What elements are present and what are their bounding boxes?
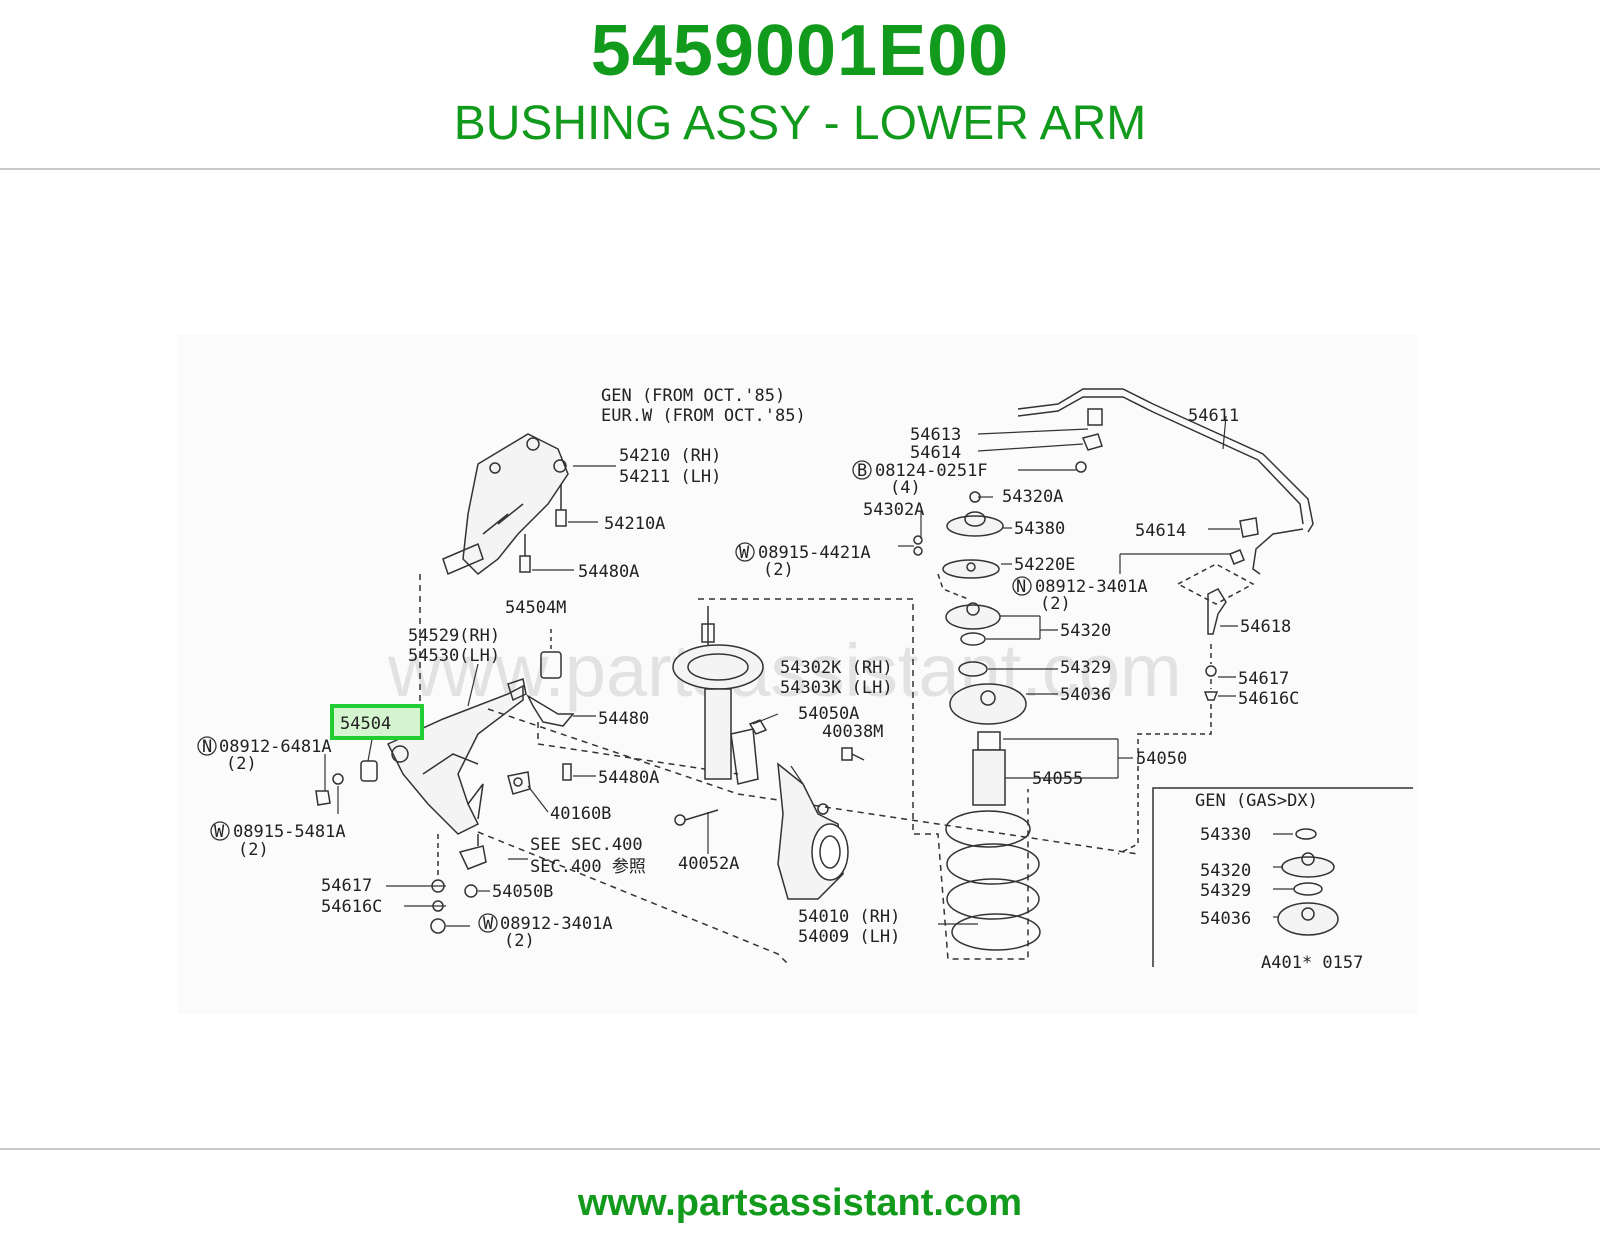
label-54614-right: 54614 bbox=[1135, 521, 1186, 541]
coil-spring-drawing bbox=[945, 810, 1041, 951]
label-54616C-left: 54616C bbox=[321, 897, 382, 917]
circle-w-mid: W bbox=[739, 543, 750, 563]
label-54303K: 54303K (LH) bbox=[780, 678, 893, 698]
footer-website-link[interactable]: www.partsassistant.com bbox=[577, 1182, 1023, 1224]
label-54320: 54320 bbox=[1060, 621, 1111, 641]
diagram-labels: GEN (FROM OCT.'85) EUR.W (FROM OCT.'85) … bbox=[202, 386, 1363, 973]
bracket-40160B-drawing bbox=[507, 771, 531, 795]
part-number-title: 5459001E00 bbox=[590, 11, 1010, 91]
label-54611: 54611 bbox=[1188, 406, 1239, 426]
label-54530: 54530(LH) bbox=[408, 646, 500, 666]
label-54302K: 54302K (RH) bbox=[780, 658, 893, 678]
label-54211: 54211 (LH) bbox=[619, 467, 721, 487]
lower-arm-drawing bbox=[386, 678, 527, 835]
label-54055: 54055 bbox=[1032, 769, 1083, 789]
label-54480: 54480 bbox=[598, 709, 649, 729]
label-54210A: 54210A bbox=[604, 514, 665, 534]
circle-b: B bbox=[857, 461, 867, 481]
parts-diagram: www.partsassistant.com bbox=[178, 334, 1418, 1014]
inset-label-54320: 54320 bbox=[1200, 861, 1251, 881]
stabilizer-bar-drawing bbox=[1017, 388, 1314, 855]
inset-label-54330: 54330 bbox=[1200, 825, 1251, 845]
label-08912-6481A-qty: (2) bbox=[226, 754, 257, 774]
label-08912-3401A-bottom: 08912-3401A bbox=[500, 914, 613, 934]
highlight-box-54504 bbox=[330, 704, 424, 740]
washer-08915-4421A-drawing bbox=[913, 535, 923, 556]
label-54009: 54009 (LH) bbox=[798, 927, 900, 947]
label-54613: 54613 bbox=[910, 425, 961, 445]
front-bracket-drawing bbox=[442, 433, 569, 576]
bracket-54480-drawing bbox=[526, 694, 575, 781]
label-54618: 54618 bbox=[1240, 617, 1291, 637]
label-40052A: 40052A bbox=[678, 854, 739, 874]
circle-w-bottom: W bbox=[483, 914, 494, 934]
label-54050A: 54050A bbox=[798, 704, 859, 724]
circled-symbols bbox=[197, 460, 1032, 933]
label-54050: 54050 bbox=[1136, 749, 1187, 769]
label-54036: 54036 bbox=[1060, 685, 1111, 705]
label-54480A-mid: 54480A bbox=[598, 768, 659, 788]
label-54210: 54210 (RH) bbox=[619, 446, 721, 466]
label-08912-6481A: 08912-6481A bbox=[219, 737, 332, 757]
label-54504M: 54504M bbox=[505, 598, 566, 618]
exploded-view-drawing: www.partsassistant.com bbox=[197, 386, 1413, 973]
leader-lines bbox=[324, 415, 1294, 927]
label-08912-3401A-right: 08912-3401A bbox=[1035, 577, 1148, 597]
bolt-40038M-drawing bbox=[841, 747, 865, 761]
label-54329: 54329 bbox=[1060, 658, 1111, 678]
label-54010: 54010 (RH) bbox=[798, 907, 900, 927]
inset-title: GEN (GAS>DX) bbox=[1195, 791, 1318, 811]
label-see-sec-400: SEE SEC.400 bbox=[530, 835, 643, 855]
label-08915-5481A: 08915-5481A bbox=[233, 822, 346, 842]
inset-box-drawing bbox=[1152, 787, 1413, 967]
label-08912-3401A-bottom-qty: (2) bbox=[504, 931, 535, 951]
label-54529: 54529(RH) bbox=[408, 626, 500, 646]
bolt-54210A-drawing bbox=[555, 484, 567, 527]
label-08912-3401A-right-qty: (2) bbox=[1040, 594, 1071, 614]
label-54302A: 54302A bbox=[863, 500, 924, 520]
part-name-subtitle: BUSHING ASSY - LOWER ARM bbox=[453, 97, 1147, 150]
page-header: 5459001E00 BUSHING ASSY - LOWER ARM bbox=[0, 0, 1600, 168]
bushing-54504-drawing bbox=[315, 760, 378, 806]
bumper-boot-drawing bbox=[972, 731, 1006, 806]
strut-mount-drawing bbox=[937, 491, 1027, 725]
label-54050B: 54050B bbox=[492, 882, 553, 902]
circle-n-right: N bbox=[1016, 577, 1026, 597]
label-40038M: 40038M bbox=[822, 722, 883, 742]
note-gen: GEN (FROM OCT.'85) bbox=[601, 386, 785, 406]
bushing-54504M-drawing bbox=[540, 629, 562, 679]
label-08915-4421A-qty: (2) bbox=[763, 560, 794, 580]
label-40160B: 40160B bbox=[550, 804, 611, 824]
circle-w-left: W bbox=[214, 822, 225, 842]
header-divider bbox=[0, 168, 1600, 170]
bolt-54480A-top-drawing bbox=[519, 534, 531, 573]
label-08915-4421A: 08915-4421A bbox=[758, 543, 871, 563]
inset-label-54329: 54329 bbox=[1200, 881, 1251, 901]
label-54320A: 54320A bbox=[1002, 487, 1063, 507]
label-54380: 54380 bbox=[1014, 519, 1065, 539]
label-54504-highlighted: 54504 bbox=[340, 714, 391, 734]
ball-joint-drawing bbox=[430, 834, 487, 934]
circle-n-left: N bbox=[202, 737, 212, 757]
label-54616C-right: 54616C bbox=[1238, 689, 1299, 709]
inset-label-54036: 54036 bbox=[1200, 909, 1251, 929]
label-08915-5481A-qty: (2) bbox=[238, 840, 269, 860]
nut-54050A-drawing bbox=[748, 719, 768, 735]
strut-assembly-drawing bbox=[672, 598, 1029, 960]
figure-code: A401* 0157 bbox=[1261, 953, 1363, 973]
label-54480A-top: 54480A bbox=[578, 562, 639, 582]
footer-divider bbox=[0, 1148, 1600, 1150]
knuckle-drawing bbox=[777, 762, 849, 900]
note-eur: EUR.W (FROM OCT.'85) bbox=[601, 406, 806, 426]
label-08124-0251F-qty: (4) bbox=[890, 478, 921, 498]
label-54614-top: 54614 bbox=[910, 443, 961, 463]
bolt-40052A-drawing bbox=[674, 809, 719, 826]
label-54220E: 54220E bbox=[1014, 555, 1075, 575]
label-54617-right: 54617 bbox=[1238, 669, 1289, 689]
label-08124-0251F: 08124-0251F bbox=[875, 461, 988, 481]
label-sec-400-ref: SEC.400 参照 bbox=[530, 857, 646, 877]
label-54617-left: 54617 bbox=[321, 876, 372, 896]
